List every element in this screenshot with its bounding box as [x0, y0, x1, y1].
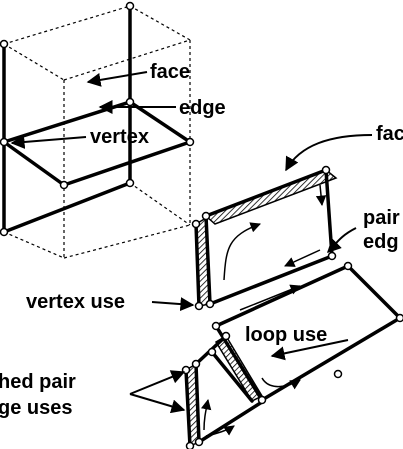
use-label-arrows: [129, 134, 373, 414]
upper-face-use: [191, 165, 338, 311]
face-use-label: fac: [376, 123, 403, 145]
use-structure: fac pair edg vertex use loop use hed pai…: [0, 123, 403, 449]
box-label-arrows: [10, 71, 176, 149]
hidden-edges: [3, 5, 191, 259]
pair-label: pair: [363, 207, 400, 229]
vertex-label: vertex: [90, 126, 149, 148]
radial-pair-label: hed pair: [0, 371, 76, 393]
hatched-edge-use-top: [204, 169, 338, 225]
loop-use-label: loop use: [245, 324, 327, 346]
edge-uses-label: ge uses: [0, 397, 72, 419]
vertex-use-label: vertex use: [26, 291, 125, 313]
box-vertices: [0, 1, 195, 237]
visible-edges: [2, 4, 192, 234]
edge-use-label: edg: [363, 231, 399, 253]
lower-face-use: [181, 261, 403, 449]
edge-label: edge: [179, 97, 226, 119]
face-label: face: [150, 61, 190, 83]
wireframe-box: face edge vertex: [0, 1, 226, 259]
